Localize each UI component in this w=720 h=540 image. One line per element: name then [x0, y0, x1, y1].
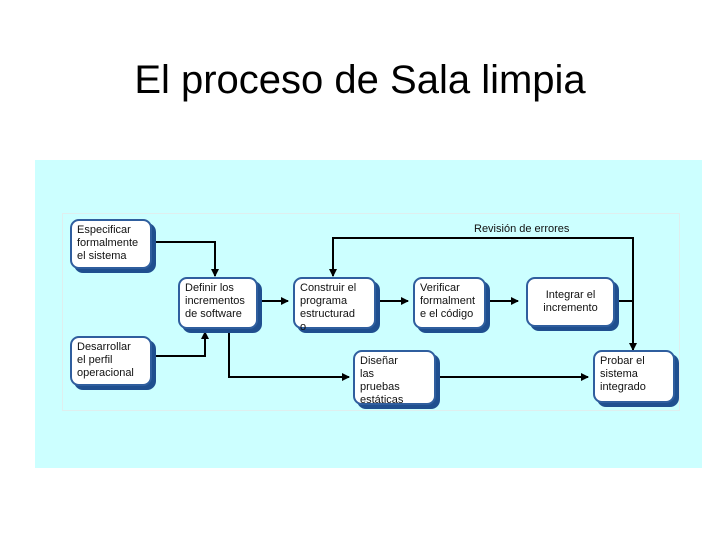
arrow-integrar-probar	[615, 300, 637, 351]
box-disenar: Diseñar las pruebas estáticas	[353, 350, 436, 406]
arrow-definir-disenar	[228, 330, 350, 381]
box-probar: Probar el sistema integrado	[593, 350, 675, 403]
diagram-frame	[62, 213, 680, 411]
box-desarrollar: Desarrollar el perfil operacional	[70, 336, 152, 386]
box-construir: Construir el programa estructurad o	[293, 277, 376, 333]
box-especificar: Especificar formalmente el sistema	[70, 219, 152, 269]
box-verificar: Verificar formalment e el código	[413, 277, 486, 329]
arrow-revision-errores	[329, 237, 634, 301]
arrow-desarrollar-definir	[152, 331, 209, 357]
page-title: El proceso de Sala limpia	[134, 58, 586, 102]
box-integrar: Integrar el incremento	[526, 277, 615, 327]
box-definir: Definir los incrementos de software	[178, 277, 258, 329]
label-revision-errores: Revisión de errores	[474, 223, 570, 235]
arrow-especificar-definir	[152, 241, 219, 277]
